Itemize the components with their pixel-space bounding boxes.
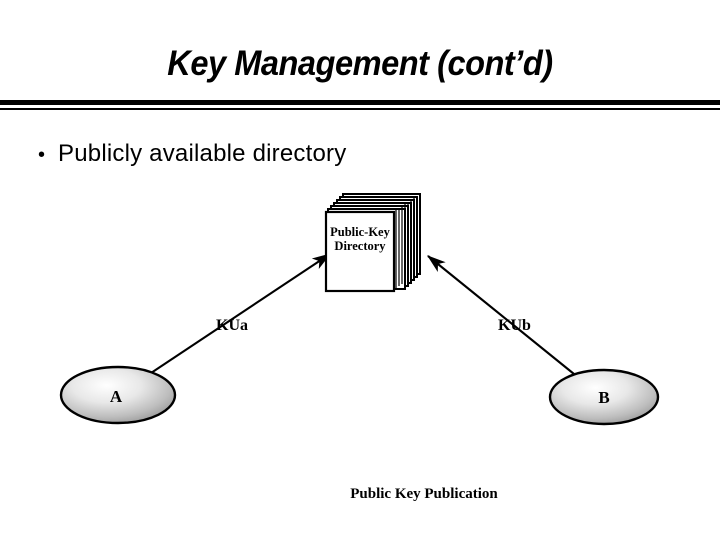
directory-label-line2: Directory bbox=[334, 239, 386, 253]
title-divider-thin bbox=[0, 108, 720, 110]
node-a: A bbox=[59, 365, 177, 425]
edge-kub-label: KUb bbox=[498, 317, 531, 334]
node-b-shape bbox=[548, 368, 660, 426]
edge-kua: KUa bbox=[150, 253, 332, 374]
diagram-caption: Public Key Publication bbox=[350, 486, 498, 502]
edge-kua-label: KUa bbox=[216, 317, 248, 334]
title-divider-thick bbox=[0, 100, 720, 105]
directory-front-cover bbox=[324, 210, 396, 293]
bullet-item: • Publicly available directory bbox=[38, 140, 346, 168]
node-b-label: B bbox=[598, 388, 609, 407]
edge-kub: KUb bbox=[427, 255, 575, 375]
edge-kua-line bbox=[150, 253, 332, 374]
edge-kub-line bbox=[427, 255, 575, 375]
directory-fore-edge bbox=[395, 196, 418, 288]
page-title: Key Management (cont’d) bbox=[167, 44, 553, 83]
bullet-item-label: Publicly available directory bbox=[58, 140, 347, 167]
node-b: B bbox=[548, 368, 660, 426]
node-a-shape bbox=[59, 365, 177, 425]
bullet-marker-icon: • bbox=[38, 144, 46, 166]
directory-label-line1: Public-Key bbox=[330, 225, 390, 239]
public-key-directory-book: Public-Key Directory bbox=[324, 193, 421, 293]
node-a-label: A bbox=[110, 387, 123, 406]
